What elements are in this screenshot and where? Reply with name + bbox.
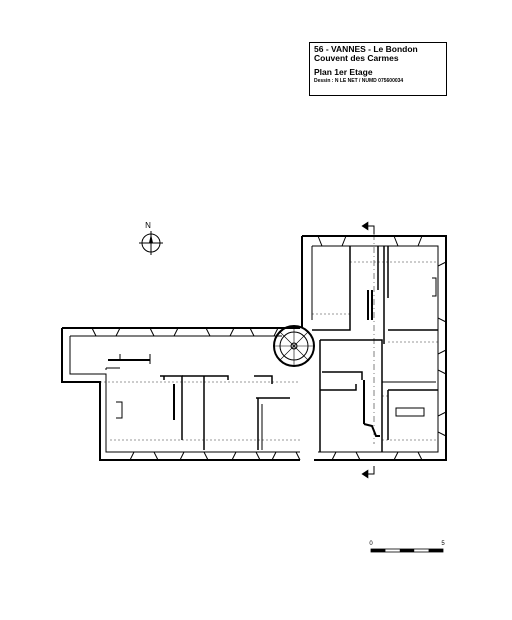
scale-end-label: 5	[441, 541, 445, 547]
section-marker-bottom	[361, 466, 375, 479]
title-floor: Plan 1er Etage	[314, 66, 373, 77]
scale-start-label: 0	[369, 541, 373, 547]
title-location: 56 - VANNES - Le Bondon	[314, 44, 418, 54]
title-building: Couvent des Carmes	[314, 53, 399, 64]
title-block: 56 - VANNES - Le Bondon Couvent des Carm…	[309, 42, 447, 96]
spiral-stair	[273, 325, 315, 367]
section-marker-top	[361, 221, 375, 444]
title-credit: Dessin : N LE NET / NUMD 075600034	[314, 78, 404, 85]
scale-bar: 0 5	[369, 541, 445, 553]
north-label: N	[145, 221, 151, 230]
north-arrow-icon: N	[139, 221, 163, 255]
west-wing	[61, 327, 301, 461]
